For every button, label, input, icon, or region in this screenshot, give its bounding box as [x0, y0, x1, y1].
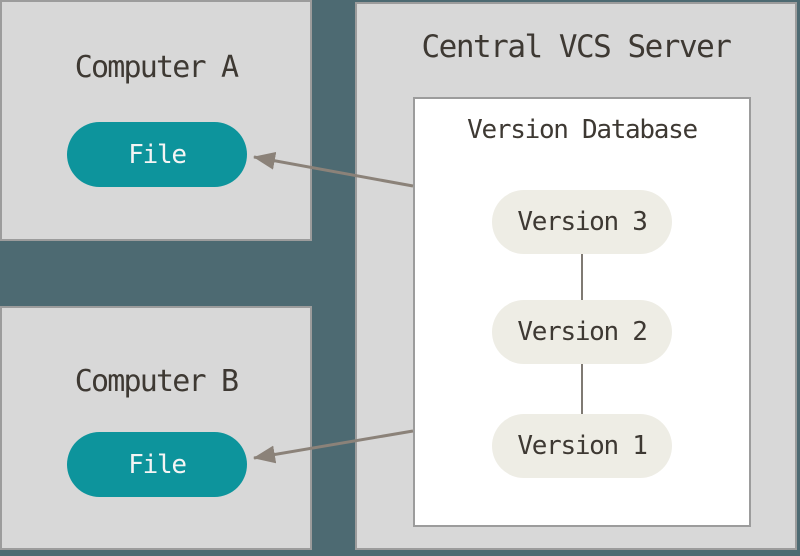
file-node-computer-a: File — [67, 122, 247, 187]
central-vcs-server-title: Central VCS Server — [421, 29, 732, 65]
version-database-box: Version Database Version 3 Version 2 Ver… — [413, 97, 751, 527]
version-1-node: Version 1 — [492, 414, 672, 478]
version-2-label: Version 2 — [517, 317, 647, 347]
central-vcs-server-box: Central VCS Server Version Database Vers… — [355, 2, 797, 550]
file-node-computer-a-label: File — [128, 139, 187, 170]
version-3-node: Version 3 — [492, 190, 672, 254]
computer-b-box: Computer B File — [0, 306, 312, 550]
version-3-label: Version 3 — [517, 207, 647, 237]
computer-a-label: Computer A — [74, 50, 239, 85]
computer-a-box: Computer A File — [0, 0, 312, 241]
version-database-title: Version Database — [467, 115, 698, 145]
version-2-node: Version 2 — [492, 300, 672, 364]
connector-version2-version1 — [581, 364, 583, 414]
computer-b-label: Computer B — [74, 364, 239, 399]
version-1-label: Version 1 — [517, 431, 647, 461]
file-node-computer-b: File — [67, 432, 247, 497]
file-node-computer-b-label: File — [128, 449, 187, 480]
connector-version3-version2 — [581, 254, 583, 300]
